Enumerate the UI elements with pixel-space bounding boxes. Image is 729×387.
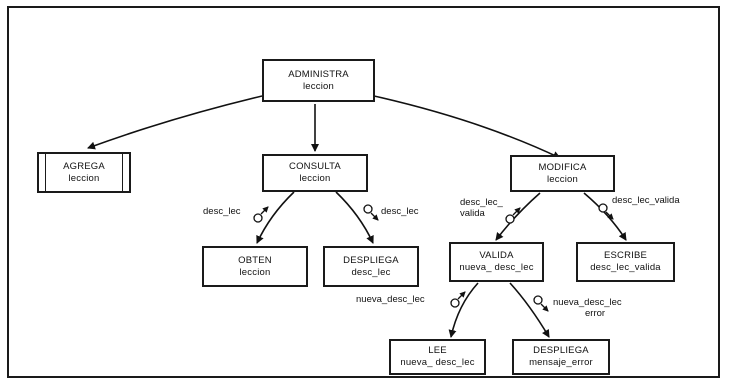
node-obten-subtitle: leccion [239, 266, 271, 278]
couple-label-despliega-error-line1: nueva_desc_lec [553, 297, 622, 308]
node-consulta-title: CONSULTA [289, 161, 341, 172]
node-modifica-subtitle: leccion [547, 173, 578, 185]
couple-icon-escribe [598, 203, 614, 220]
node-escribe: ESCRIBE desc_lec_valida [576, 242, 675, 282]
node-escribe-subtitle: desc_lec_valida [590, 262, 661, 273]
edge-modifica-valida [495, 192, 541, 241]
couple-label-valida-line2: valida [460, 208, 485, 219]
node-agrega-subtitle: leccion [68, 172, 100, 184]
node-agrega: AGREGA leccion [37, 152, 131, 193]
node-despliega-error-subtitle: mensaje_error [529, 357, 593, 368]
edge-consulta-obten [256, 191, 295, 244]
node-despliega-desc-lec-subtitle: desc_lec [351, 266, 391, 278]
node-valida-title: VALIDA [479, 250, 514, 261]
node-modifica-title: MODIFICA [538, 161, 587, 173]
node-administra-title: ADMINISTRA [288, 68, 349, 80]
node-despliega-desc-lec-title: DESPLIEGA [343, 254, 399, 266]
couple-icon-despliega-error [533, 295, 549, 312]
node-modifica: MODIFICA leccion [510, 155, 615, 192]
node-escribe-title: ESCRIBE [603, 250, 648, 261]
couple-label-despliega: desc_lec [381, 206, 419, 217]
node-valida-subtitle: nueva_ desc_lec [459, 262, 534, 273]
couple-icon-valida [505, 207, 521, 224]
node-consulta: CONSULTA leccion [262, 154, 368, 192]
node-administra: ADMINISTRA leccion [262, 59, 375, 102]
couple-icon-obten [253, 206, 269, 223]
node-agrega-title: AGREGA [63, 160, 105, 172]
node-consulta-subtitle: leccion [299, 173, 331, 184]
node-lee: LEE nueva_ desc_lec [389, 339, 486, 375]
node-despliega-error: DESPLIEGA mensaje_error [512, 339, 610, 375]
node-lee-title: LEE [428, 345, 447, 356]
edge-administra-agrega [87, 95, 263, 150]
diagram-frame [7, 6, 720, 378]
couple-icon-lee [450, 291, 466, 308]
node-valida: VALIDA nueva_ desc_lec [449, 242, 544, 282]
couple-label-valida-line1: desc_lec_ [460, 197, 503, 208]
edge-administra-modifica [373, 95, 561, 159]
couple-label-lee: nueva_desc_lec [356, 294, 425, 305]
couple-label-obten: desc_lec [203, 206, 241, 217]
node-administra-subtitle: leccion [303, 80, 334, 92]
node-despliega-desc-lec: DESPLIEGA desc_lec [323, 246, 419, 287]
node-obten: OBTEN leccion [202, 246, 308, 287]
node-obten-title: OBTEN [238, 254, 272, 266]
edge-consulta-despliega [335, 191, 374, 244]
edge-valida-despliega [509, 282, 550, 338]
node-lee-subtitle: nueva_ desc_lec [400, 357, 475, 368]
couple-label-despliega-error-line2: error [585, 308, 606, 319]
couple-label-escribe: desc_lec_valida [612, 195, 680, 206]
edge-valida-lee [448, 282, 479, 338]
couple-icon-despliega [363, 204, 379, 221]
node-despliega-error-title: DESPLIEGA [533, 345, 589, 356]
